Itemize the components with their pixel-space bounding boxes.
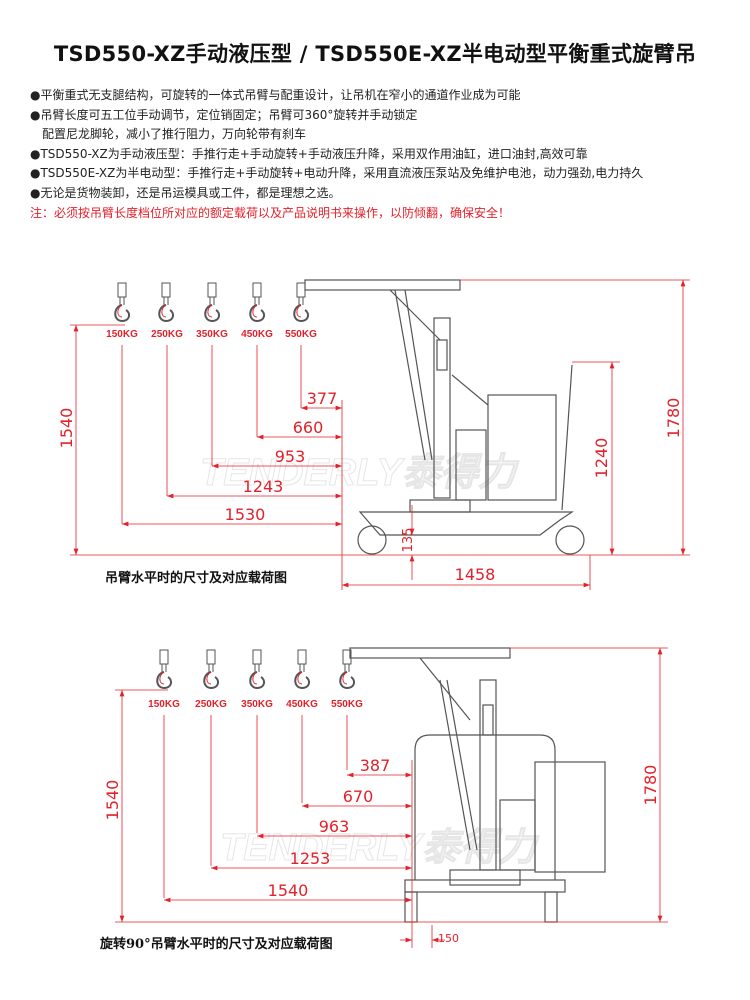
feature-item: ●TSD550-XZ为手动液压型：手推行走+手动旋转+手动液压升降，采用双作用油… — [30, 146, 588, 161]
feature-item: ●吊臂长度可五工位手动调节，定位销固定；吊臂可360°旋转并手动锁定 — [30, 107, 418, 122]
crane-drawing — [304, 279, 585, 555]
hook-height-dimension: 1540 — [103, 780, 122, 821]
base-length-dimension: 1458 — [455, 565, 496, 584]
load-label: 550KG — [285, 329, 317, 340]
feature-item: ●无论是货物装卸，还是吊运模具或工件，都是理想之选。 — [30, 185, 341, 200]
load-label: 450KG — [241, 329, 273, 340]
offset-dimension: 150 — [438, 932, 459, 945]
safety-warning: 注：必须按吊臂长度档位所对应的额定载荷以及产品说明书来操作，以防倾翻，确保安全！ — [30, 205, 511, 220]
load-label: 450KG — [286, 699, 318, 710]
feature-item: ●TSD550E-XZ为半电动型：手推行走+手动旋转+电动升降，采用直流液压泵站… — [30, 166, 644, 181]
crane-drawing — [349, 647, 606, 923]
feature-item: ●平衡重式无支腿结构，可旋转的一体式吊臂与配重设计，让吊机在窄小的通道作业成为可… — [30, 88, 521, 102]
reach-dimension: 963 — [319, 817, 350, 836]
reach-dimension: 1530 — [225, 505, 266, 524]
diagram-boom-straight: TENDERLY泰得力 150KG 250KG 350KG 450KG 550K… — [57, 279, 690, 590]
reach-dimension: 953 — [275, 447, 306, 466]
total-height-dimension: 1780 — [664, 398, 683, 439]
diagram-caption: 旋转90°吊臂水平时的尺寸及对应载荷图 — [99, 936, 333, 952]
reach-dimension: 670 — [343, 787, 374, 806]
feature-list: ●平衡重式无支腿结构，可旋转的一体式吊臂与配重设计，让吊机在窄小的通道作业成为可… — [30, 86, 643, 223]
reach-dimension: 1540 — [268, 881, 309, 900]
handle-height-dimension: 1240 — [592, 438, 611, 479]
load-label: 350KG — [196, 329, 228, 340]
reach-dimension: 660 — [293, 418, 324, 437]
load-label: 250KG — [195, 699, 227, 710]
dimension-lines — [115, 647, 668, 948]
watermark: TENDERLY泰得力 — [200, 452, 520, 494]
reach-dimension: 1253 — [290, 849, 331, 868]
watermark: TENDERLY泰得力 — [220, 827, 540, 869]
load-label: 550KG — [331, 699, 363, 710]
reach-dimension: 1243 — [243, 477, 284, 496]
load-label: 150KG — [148, 699, 180, 710]
diagram-boom-rotated: TENDERLY泰得力 150KG 250KG 350KG 450KG 550K… — [99, 647, 668, 952]
feature-item: 配置尼龙脚轮，减小了推行阻力，万向轮带有刹车 — [42, 127, 307, 142]
clearance-dimension: 135 — [401, 528, 416, 553]
reach-dimension: 377 — [307, 389, 338, 408]
reach-dimension: 387 — [360, 756, 391, 775]
load-label: 350KG — [241, 699, 273, 710]
hook-height-dimension: 1540 — [57, 408, 76, 449]
load-label: 250KG — [151, 329, 183, 340]
page-title: TSD550-XZ手动液压型 / TSD550E-XZ半电动型平衡重式旋臂吊 — [53, 42, 697, 66]
dimension-lines — [70, 279, 690, 590]
total-height-dimension: 1780 — [641, 765, 660, 806]
diagram-caption: 吊臂水平时的尺寸及对应载荷图 — [105, 570, 287, 586]
load-label: 150KG — [106, 329, 138, 340]
